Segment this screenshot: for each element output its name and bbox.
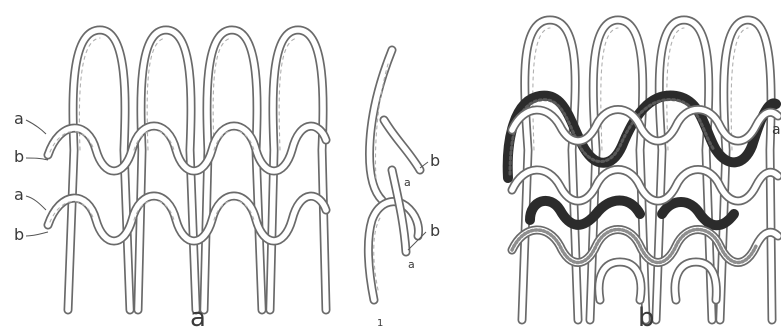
- right-side-label-a: a: [772, 122, 781, 138]
- middle-label-a2: a: [408, 258, 415, 271]
- right-ground-loops: [522, 20, 772, 320]
- left-panel-knit-structure: a b a b a: [14, 30, 326, 333]
- right-panel-plated-structure: a b: [508, 20, 781, 333]
- left-row-label-a1: a: [14, 109, 24, 128]
- middle-panel-yarn-crossing: b a b a 1: [368, 50, 440, 329]
- left-row-label-b2: b: [14, 225, 24, 244]
- middle-label-b1: b: [430, 151, 440, 170]
- left-course-row-2: [48, 196, 326, 241]
- left-panel-caption: a: [190, 303, 206, 333]
- middle-label-a1: a: [404, 176, 411, 189]
- left-label-pointers: [26, 120, 48, 236]
- right-panel-caption: b: [638, 303, 655, 333]
- middle-panel-caption: 1: [377, 318, 383, 329]
- middle-label-b2: b: [430, 221, 440, 240]
- left-row-label-a2: a: [14, 185, 24, 204]
- left-row-label-b1: b: [14, 147, 24, 166]
